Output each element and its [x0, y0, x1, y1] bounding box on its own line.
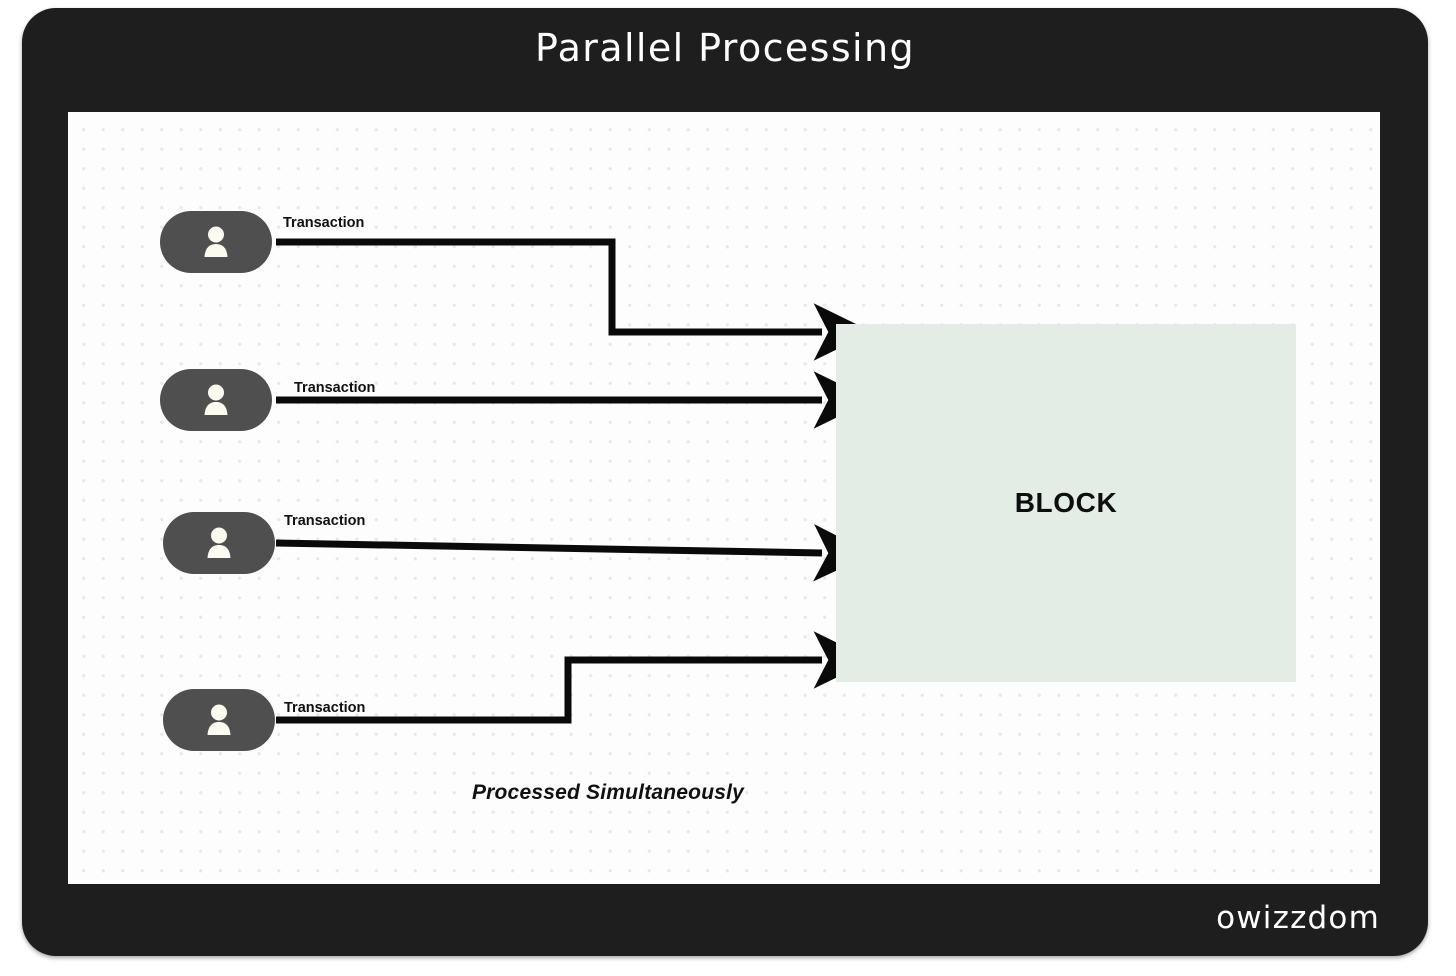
- block-label: BLOCK: [1014, 487, 1118, 518]
- person-icon: [201, 383, 231, 417]
- person-icon: [201, 225, 231, 259]
- actor-node-4[interactable]: [163, 689, 275, 751]
- actor-node-2[interactable]: [160, 369, 272, 431]
- edge-label-2: Transaction: [294, 380, 376, 396]
- caption-note: Processed Simultaneously: [471, 781, 745, 804]
- diagram-canvas: Transaction Transaction Transaction: [68, 112, 1380, 884]
- edge-label-4: Transaction: [284, 700, 366, 716]
- actor-node-1[interactable]: [160, 211, 272, 273]
- watermark: owizzdom: [1216, 900, 1380, 936]
- block-node[interactable]: BLOCK: [836, 324, 1296, 682]
- actor-node-3[interactable]: [163, 512, 275, 574]
- person-icon: [204, 526, 234, 560]
- page-title: Parallel Processing: [534, 26, 916, 70]
- connector-actor-1: [276, 238, 873, 361]
- edge-label-1: Transaction: [283, 215, 365, 231]
- connector-actor-3: [275, 524, 873, 582]
- edge-label-3: Transaction: [284, 513, 366, 529]
- person-icon: [204, 703, 234, 737]
